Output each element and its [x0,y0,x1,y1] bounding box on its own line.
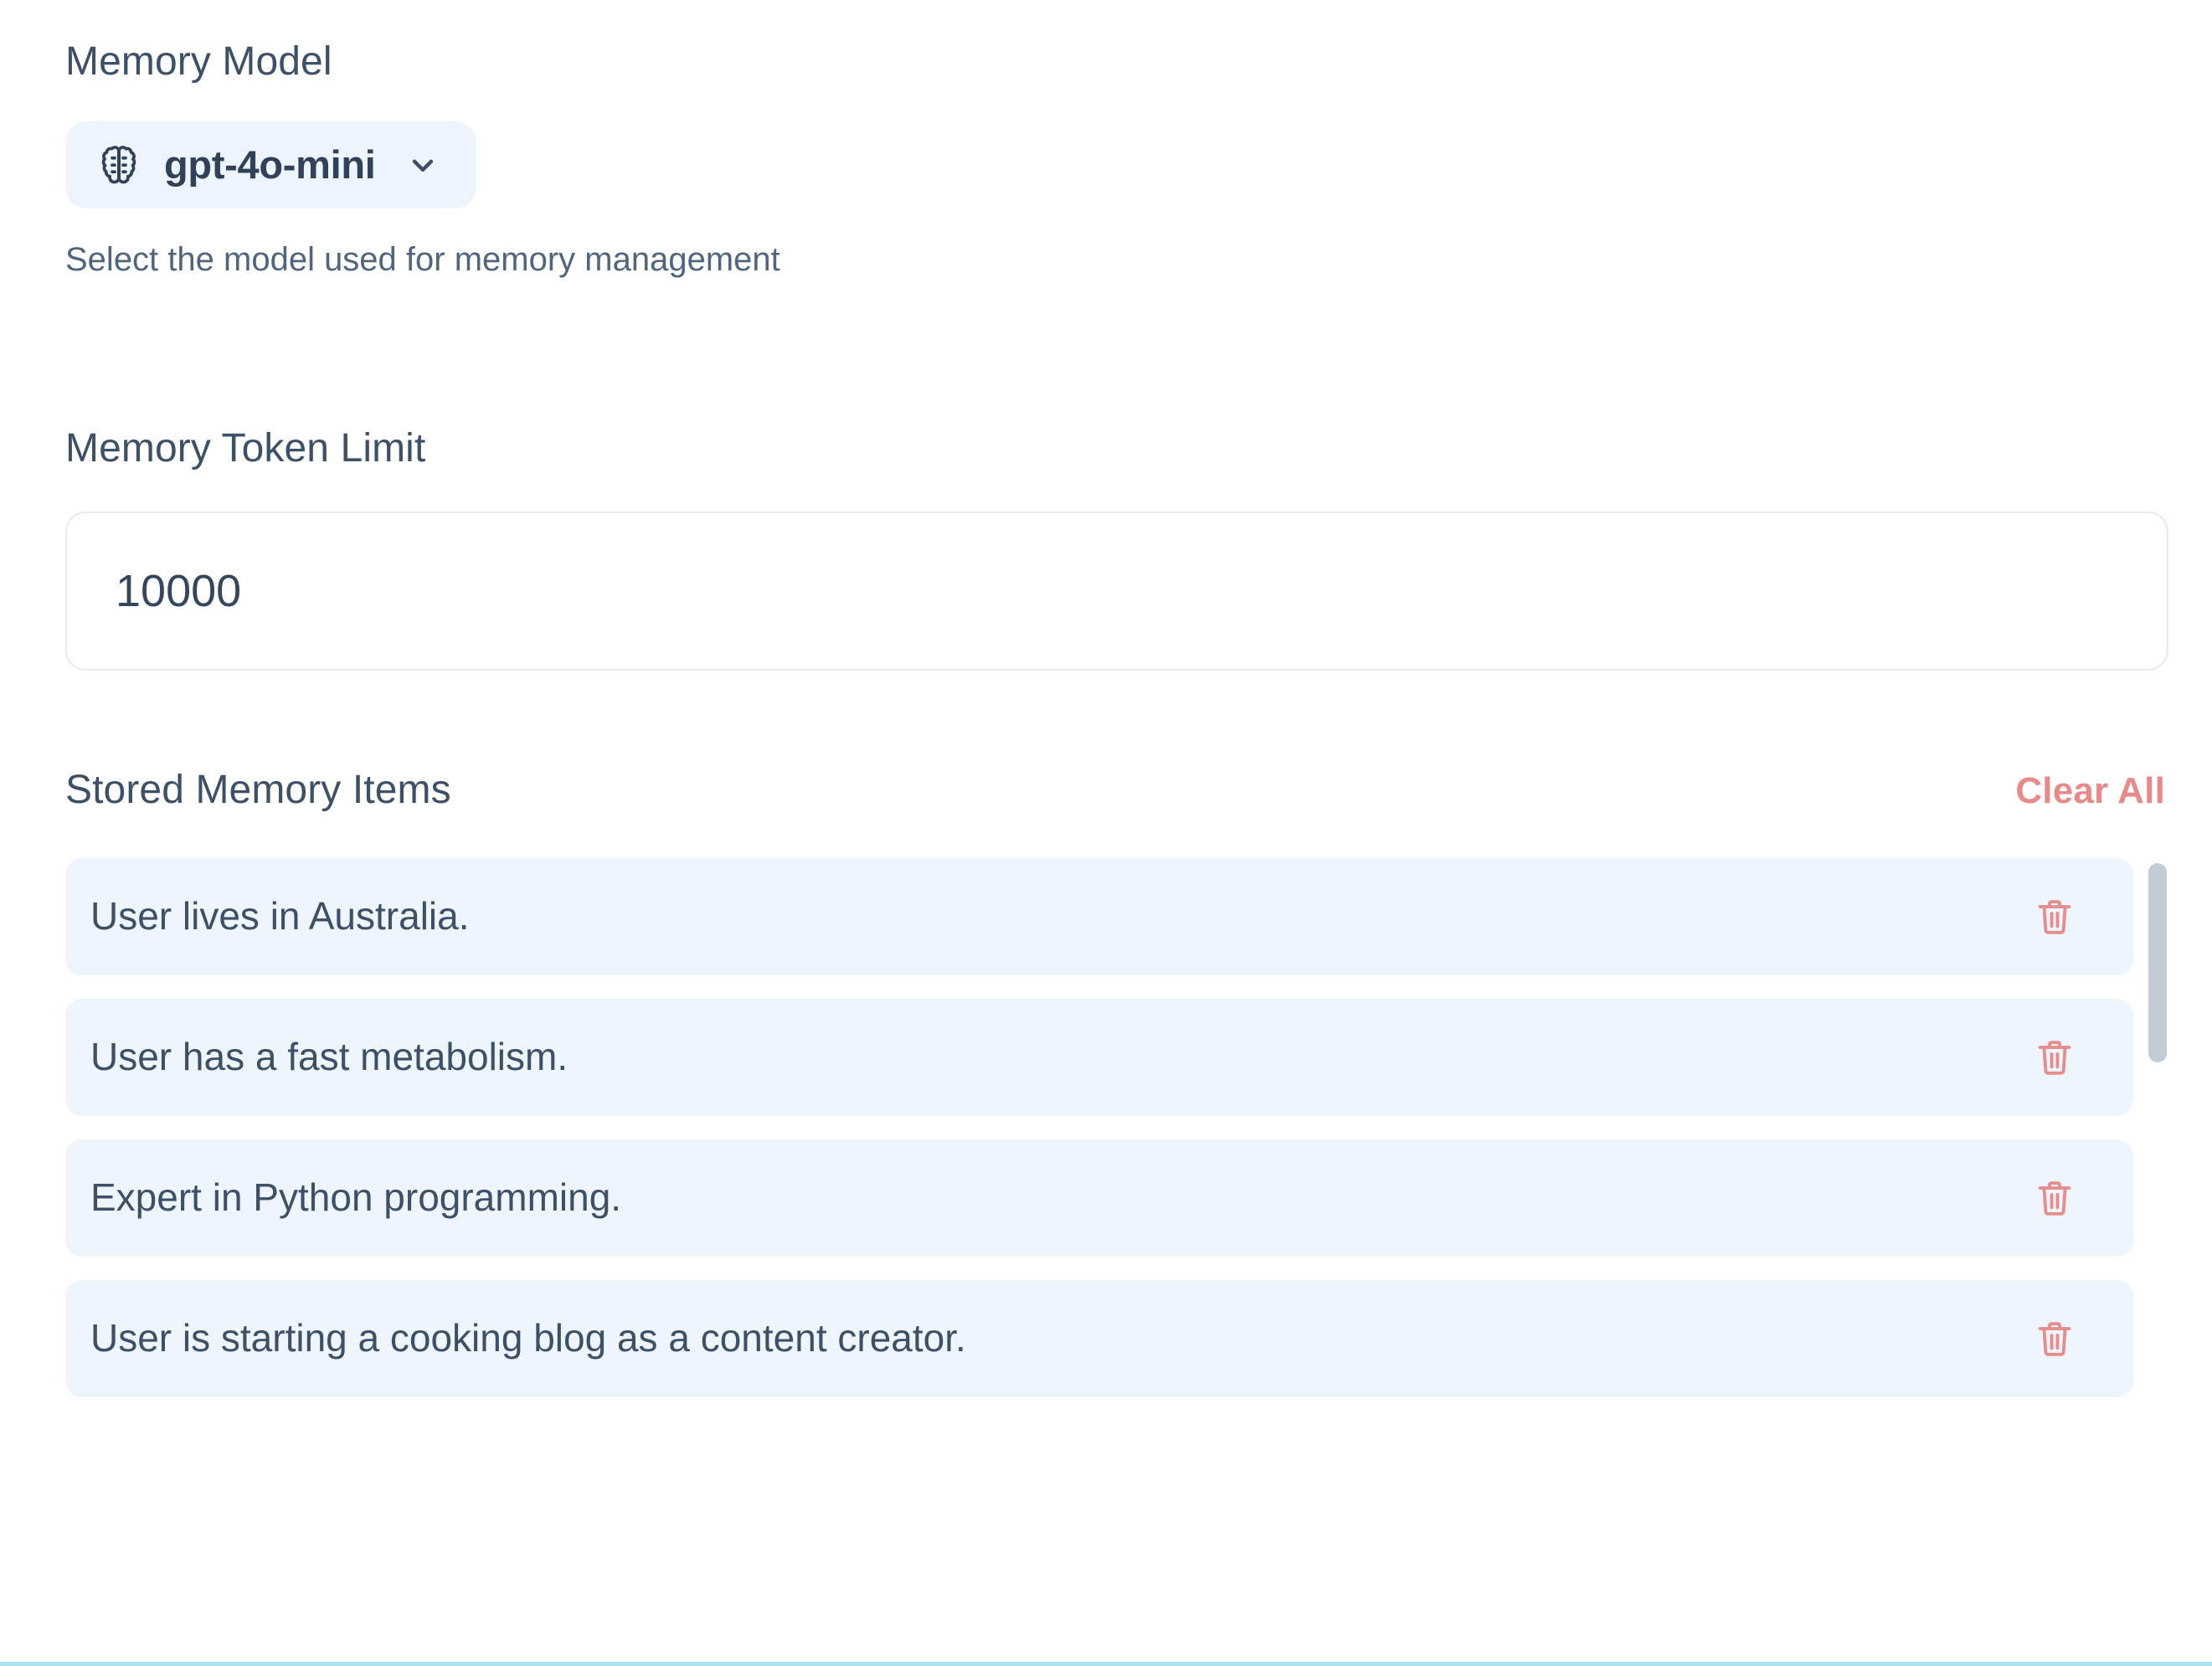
memory-item-row[interactable]: Expert in Python programming. [65,1139,2133,1257]
stored-memory-header: Stored Memory Items Clear All [65,769,2165,813]
trash-icon [2033,895,2076,938]
memory-model-label: Memory Model [65,40,2158,85]
memory-item-text: User is starting a cooking blog as a con… [90,1315,966,1361]
memory-items-list: User lives in Australia. User has a fast… [65,858,2168,1397]
memory-model-dropdown[interactable]: gpt-4o-mini [65,121,476,208]
trash-icon [2033,1036,2076,1079]
memory-model-help-text: Select the model used for memory managem… [65,240,2158,279]
memory-list-scrollbar[interactable] [2148,858,2170,1528]
trash-icon [2033,1317,2076,1360]
memory-item-text: User lives in Australia. [90,893,470,939]
scrollbar-thumb[interactable] [2148,863,2167,1062]
delete-memory-item-button[interactable] [2028,1171,2081,1225]
memory-token-limit-input[interactable] [65,512,2168,671]
delete-memory-item-button[interactable] [2028,1312,2081,1365]
memory-item-row[interactable]: User lives in Australia. [65,858,2133,975]
trash-icon [2033,1176,2076,1220]
delete-memory-item-button[interactable] [2028,1031,2081,1084]
brain-icon [97,143,141,187]
memory-item-text: Expert in Python programming. [90,1175,621,1221]
memory-item-row[interactable]: User is starting a cooking blog as a con… [65,1280,2133,1397]
memory-token-limit-label: Memory Token Limit [65,427,2168,471]
stored-memory-label: Stored Memory Items [65,769,451,813]
chevron-down-icon [399,148,440,182]
memory-token-limit-section: Memory Token Limit [65,427,2168,671]
memory-model-value: gpt-4o-mini [164,141,376,188]
clear-all-button[interactable]: Clear All [2015,770,2165,812]
memory-model-section: Memory Model gpt-4o-mini Select the mode… [65,40,2158,279]
memory-item-text: User has a fast metabolism. [90,1034,568,1080]
memory-item-row[interactable]: User has a fast metabolism. [65,999,2133,1116]
delete-memory-item-button[interactable] [2028,890,2081,944]
bottom-divider [0,1662,2212,1666]
stored-memory-section: Stored Memory Items Clear All User lives… [65,769,2168,1421]
